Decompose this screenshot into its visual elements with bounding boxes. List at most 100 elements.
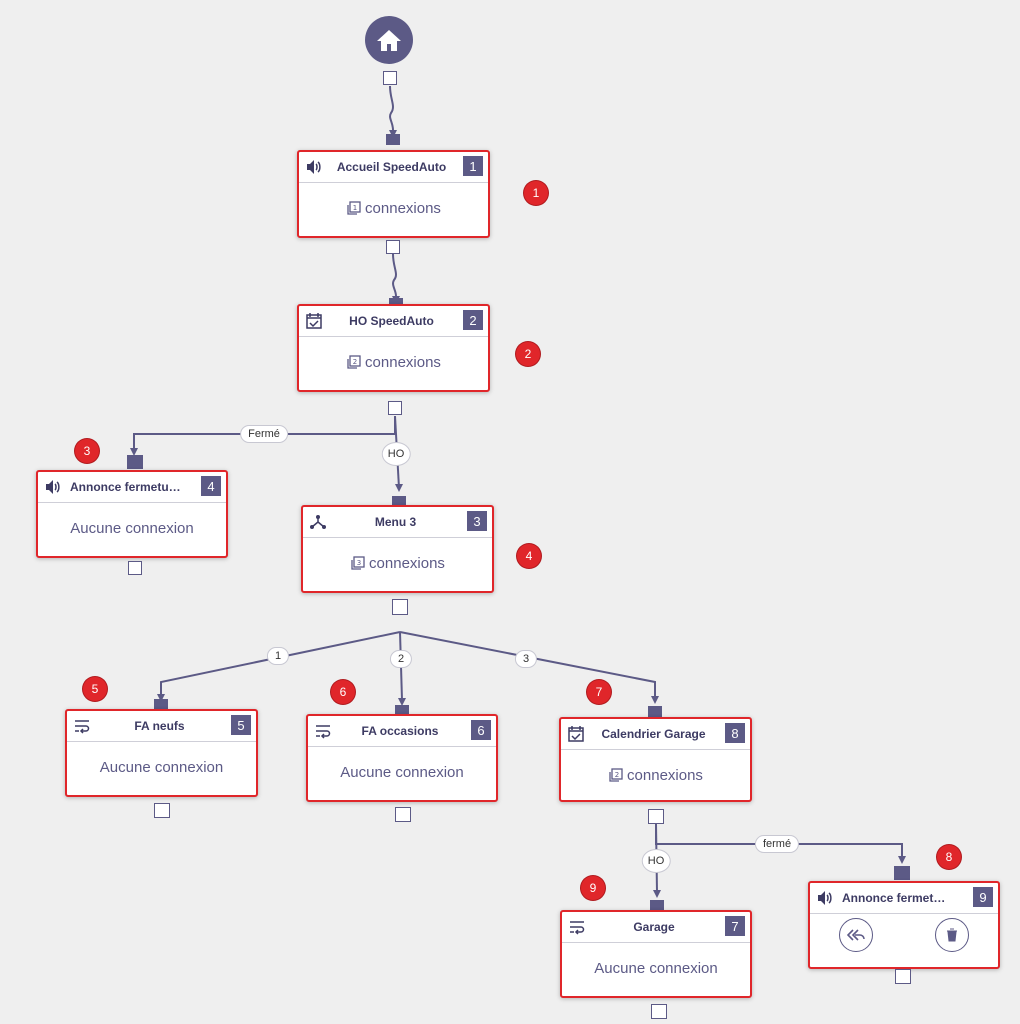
callout-badge: 8	[937, 845, 961, 869]
node-title: Menu 3	[374, 515, 417, 529]
node-no-connection: Aucune connexion	[99, 758, 224, 776]
node-connections[interactable]: 2 connexions	[299, 337, 488, 387]
node-number: 2	[463, 310, 483, 330]
node-title: Annonce fermetu…	[70, 480, 181, 494]
reply-all-icon	[847, 929, 865, 941]
node-number: 5	[231, 715, 251, 735]
callout-badge: 4	[517, 544, 541, 568]
node-number: 6	[471, 720, 491, 740]
input-port[interactable]	[894, 866, 910, 880]
node-annonce-fermeture-1[interactable]: Annonce fermetu… 4 Aucune connexion	[36, 470, 228, 558]
output-port[interactable]	[395, 807, 411, 822]
output-port[interactable]	[388, 401, 402, 415]
callout-badge: 2	[516, 342, 540, 366]
node-number: 7	[725, 916, 745, 936]
svg-text:3: 3	[357, 559, 361, 567]
callout-badge: 7	[587, 680, 611, 704]
node-menu-3[interactable]: Menu 3 3 3 connexions	[301, 505, 494, 593]
node-title: FA occasions	[361, 724, 439, 738]
node-title: Calendrier Garage	[601, 727, 706, 741]
arrow-head	[898, 856, 906, 864]
callout-badge: 9	[581, 876, 605, 900]
callout-badge: 6	[331, 680, 355, 704]
input-port[interactable]	[389, 298, 403, 309]
node-number: 9	[973, 887, 993, 907]
node-annonce-fermeture-2[interactable]: Annonce fermet… 9	[808, 881, 1000, 969]
connections-2-icon: 2	[609, 767, 623, 782]
reply-all-button[interactable]	[839, 918, 873, 952]
arrow-head	[651, 696, 659, 704]
edge-label-ho[interactable]: HO	[381, 442, 411, 466]
node-fa-neufs[interactable]: FA neufs 5 Aucune connexion	[65, 709, 258, 797]
connections-1-icon: 1	[347, 200, 361, 215]
node-ho-speedauto[interactable]: HO SpeedAuto 2 2 connexions	[297, 304, 490, 392]
edge-label-1[interactable]: 1	[266, 647, 290, 665]
wrap-text-icon	[75, 720, 90, 734]
input-port[interactable]	[392, 496, 406, 507]
callout-badge: 5	[83, 677, 107, 701]
speaker-icon	[46, 480, 60, 494]
calendar-check-icon	[306, 313, 322, 329]
arrow-head	[398, 698, 406, 706]
branch-icon	[310, 515, 326, 529]
callout-badge: 1	[524, 181, 548, 205]
arrow-head	[157, 694, 165, 702]
node-connections[interactable]: 3 connexions	[303, 538, 492, 588]
input-port[interactable]	[154, 699, 168, 710]
node-number: 1	[463, 156, 483, 176]
node-number: 8	[725, 723, 745, 743]
edge-label-3[interactable]: 3	[514, 650, 538, 668]
callout-badge: 3	[75, 439, 99, 463]
wire-home-accueil	[389, 85, 394, 131]
edge-label-ferme-2[interactable]: fermé	[754, 835, 800, 853]
node-title: Accueil SpeedAuto	[336, 160, 447, 174]
wire-menu3-calgarage	[399, 631, 656, 698]
node-calendrier-garage[interactable]: Calendrier Garage 8 2 connexions	[559, 717, 752, 802]
input-port[interactable]	[127, 455, 143, 469]
edge-label-2[interactable]: 2	[389, 650, 413, 668]
arrow-head	[395, 484, 403, 492]
arrow-head	[653, 890, 661, 898]
node-connections[interactable]: 2 connexions	[561, 750, 750, 800]
calendar-check-icon	[568, 726, 584, 742]
input-port[interactable]	[395, 705, 409, 716]
node-no-connection: Aucune connexion	[594, 959, 718, 977]
output-port[interactable]	[386, 240, 400, 254]
node-number: 3	[467, 511, 487, 531]
wrap-text-icon	[570, 921, 585, 935]
output-port[interactable]	[128, 561, 142, 575]
delete-button[interactable]	[935, 918, 969, 952]
output-port[interactable]	[648, 809, 664, 824]
svg-text:1: 1	[353, 204, 357, 212]
node-title: HO SpeedAuto	[349, 314, 434, 328]
input-port[interactable]	[650, 900, 664, 911]
node-actions	[810, 914, 998, 956]
node-no-connection: Aucune connexion	[70, 519, 194, 537]
wire-menu3-faneufs	[160, 631, 401, 694]
input-port[interactable]	[648, 706, 662, 717]
wrap-text-icon	[316, 725, 331, 739]
output-port[interactable]	[383, 71, 397, 85]
home-node[interactable]	[365, 16, 413, 64]
output-port[interactable]	[651, 1004, 667, 1019]
node-accueil-speedauto[interactable]: Accueil SpeedAuto 1 1 connexions	[297, 150, 490, 238]
output-port[interactable]	[392, 599, 408, 615]
arrow-head	[130, 448, 138, 456]
node-garage[interactable]: Garage 7 Aucune connexion	[560, 910, 752, 998]
svg-text:2: 2	[353, 358, 357, 366]
edge-label-ho-2[interactable]: HO	[641, 849, 671, 873]
node-fa-occasions[interactable]: FA occasions 6 Aucune connexion	[306, 714, 498, 802]
input-port[interactable]	[386, 134, 400, 145]
edge-label-ferme[interactable]: Fermé	[240, 425, 288, 443]
node-title: FA neufs	[134, 719, 185, 733]
node-no-connection: Aucune connexion	[340, 763, 464, 781]
node-title: Garage	[633, 920, 675, 934]
connections-3-icon: 3	[351, 555, 365, 570]
output-port[interactable]	[154, 803, 170, 818]
output-port[interactable]	[895, 969, 911, 984]
speaker-icon	[818, 891, 832, 905]
speaker-icon	[307, 160, 321, 174]
node-number: 4	[201, 476, 221, 496]
node-connections[interactable]: 1 connexions	[299, 183, 488, 233]
connections-2-icon: 2	[347, 354, 361, 369]
